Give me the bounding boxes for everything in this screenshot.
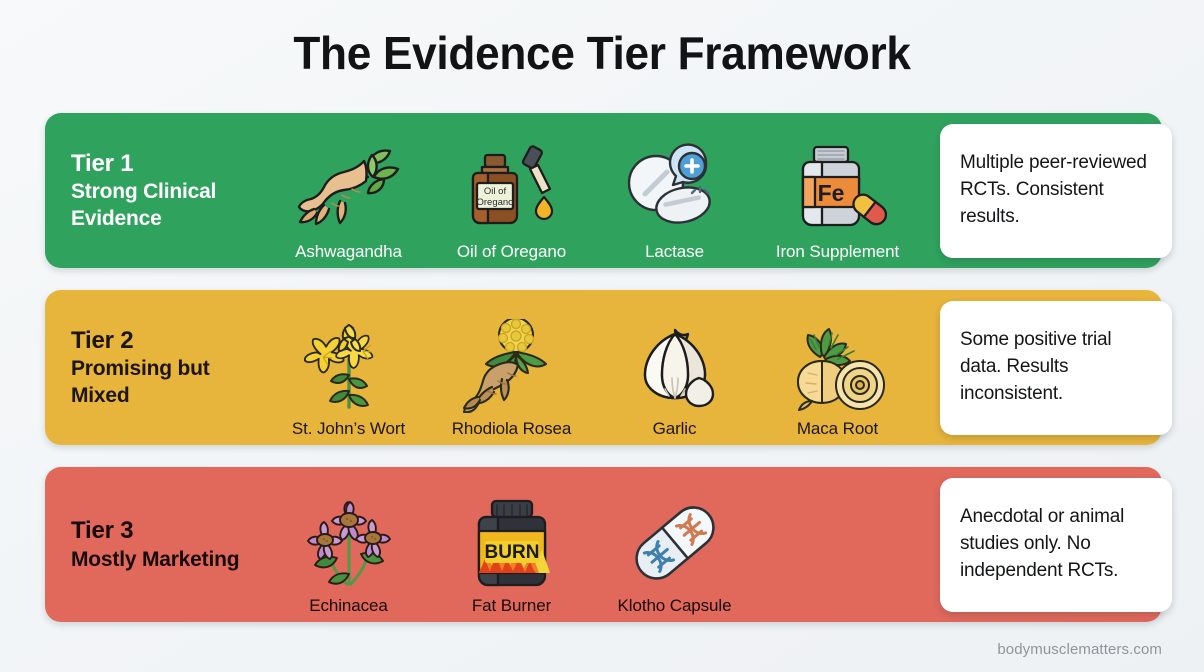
item-label: Oil of Oregano	[456, 241, 567, 261]
tier-callout-3: Anecdotal or animal studies only. No ind…	[940, 477, 1172, 612]
tier-items-2: St. John’s Wort	[267, 290, 1162, 445]
item-label: Lactase	[645, 241, 704, 261]
tier-number-3: Tier 3	[71, 517, 134, 545]
tier-row-1: Tier 1 Strong Clinical Evidence	[45, 113, 1172, 268]
item-label: Maca Root	[796, 418, 879, 438]
tier-list: Tier 1 Strong Clinical Evidence	[45, 113, 1172, 644]
item-label: Ashwagandha	[295, 241, 402, 261]
tier-label-1: Tier 1 Strong Clinical Evidence	[45, 113, 267, 268]
item-maca-root[interactable]: Maca Root	[756, 301, 919, 439]
tier-callout-2: Some positive trial data. Results incons…	[940, 300, 1172, 435]
fat-burner-bottle-icon: BURN	[464, 495, 560, 591]
tier-label-2: Tier 2 Promising but Mixed	[45, 290, 267, 445]
item-ashwagandha[interactable]: Ashwagandha	[267, 124, 430, 262]
maca-root-icon	[784, 318, 892, 414]
item-label: Garlic	[652, 418, 697, 438]
tier-items-1: Ashwagandha Oil of	[267, 113, 1162, 268]
svg-text:Fe: Fe	[817, 180, 844, 206]
tier-description-2: Promising but Mixed	[71, 357, 210, 407]
tier-label-3: Tier 3 Mostly Marketing	[45, 467, 267, 622]
tier-items-3: Echinacea	[267, 467, 1162, 622]
callout-text: Multiple peer-reviewed RCTs. Consistent …	[960, 152, 1147, 227]
item-iron-supplement[interactable]: Fe Iron Supplement	[756, 124, 919, 262]
callout-text: Some positive trial data. Results incons…	[960, 329, 1112, 404]
lactase-tablets-icon	[621, 141, 729, 237]
item-lactase[interactable]: Lactase	[593, 124, 756, 262]
tier-callout-1: Multiple peer-reviewed RCTs. Consistent …	[940, 123, 1172, 258]
rhodiola-root-icon	[458, 318, 566, 414]
item-label: Echinacea	[309, 595, 388, 615]
tier-number-1: Tier 1	[71, 149, 134, 177]
iron-supplement-bottle-icon: Fe	[786, 141, 890, 237]
item-klotho-capsule[interactable]: Klotho Capsule	[593, 478, 756, 616]
item-echinacea[interactable]: Echinacea	[267, 478, 430, 616]
svg-text:BURN: BURN	[484, 542, 539, 563]
echinacea-flower-icon	[297, 495, 401, 591]
item-label: Iron Supplement	[775, 241, 900, 261]
site-watermark: bodymusclematters.com	[997, 641, 1162, 658]
page-title: The Evidence Tier Framework	[293, 27, 911, 79]
item-oil-of-oregano[interactable]: Oil of Oregano Oil of Oregano	[430, 124, 593, 262]
klotho-dna-capsule-icon	[623, 495, 727, 591]
callout-text: Anecdotal or animal studies only. No ind…	[960, 506, 1125, 581]
garlic-bulb-icon	[625, 318, 725, 414]
tier-row-2: Tier 2 Promising but Mixed	[45, 290, 1172, 445]
ashwagandha-root-icon	[294, 141, 404, 237]
item-label: Rhodiola Rosea	[451, 418, 572, 438]
item-rhodiola-rosea[interactable]: Rhodiola Rosea	[430, 301, 593, 439]
item-label: Fat Burner	[471, 595, 552, 615]
item-label: St. John’s Wort	[291, 418, 406, 438]
st-johns-wort-flower-icon	[297, 318, 401, 414]
item-fat-burner[interactable]: BURN Fat Burner	[430, 478, 593, 616]
tier-number-2: Tier 2	[71, 326, 134, 354]
tier-description-3: Mostly Marketing	[71, 547, 240, 571]
tier-row-3: Tier 3 Mostly Marketing	[45, 467, 1172, 622]
item-garlic[interactable]: Garlic	[593, 301, 756, 439]
svg-text:Oil of: Oil of	[483, 186, 506, 197]
item-label: Klotho Capsule	[617, 595, 732, 615]
svg-text:Oregano: Oregano	[476, 197, 513, 208]
item-st-johns-wort[interactable]: St. John’s Wort	[267, 301, 430, 439]
tier-description-1: Strong Clinical Evidence	[71, 180, 217, 230]
oregano-oil-bottle-icon: Oil of Oregano	[460, 141, 564, 237]
